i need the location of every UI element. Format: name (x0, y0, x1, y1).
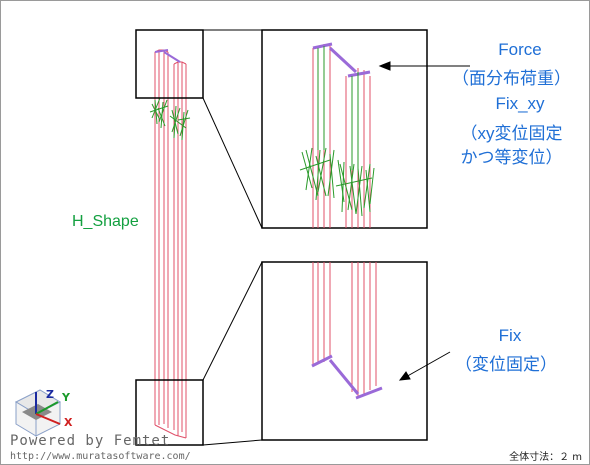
load-arrows-small (149, 97, 191, 141)
zoom-top-load-arrows (299, 147, 375, 217)
url-text[interactable]: http://www.muratasoftware.com/ (10, 451, 191, 462)
top-region-box[interactable] (135, 29, 204, 99)
scale-text: 全体寸法：２ m (509, 452, 582, 463)
zoom-bottom-panel[interactable] (261, 261, 428, 441)
fix-jp-label: （変位固定） (455, 355, 557, 374)
zoom-top-green-lines (317, 46, 359, 170)
bottom-region-box[interactable] (135, 379, 204, 446)
axis-x-label: X (64, 416, 73, 429)
axis-y-label: Y (61, 391, 71, 404)
force-jp-label: （面分布荷重） (452, 69, 571, 88)
fix-xy-jp-label-2: かつ等変位） (460, 148, 563, 167)
axis-z-label: Z (46, 388, 54, 401)
h-shape-label: H_Shape (72, 213, 139, 230)
fix-label: Fix (498, 326, 522, 345)
force-label: Force (498, 40, 542, 59)
top-fixed-face-small (154, 49, 181, 63)
axis-triad: Z Y X (14, 388, 73, 437)
zoom-bottom-fixed-face (311, 354, 383, 400)
zoom-bottom-beam (312, 262, 377, 396)
zoom-connectors (202, 29, 263, 446)
powered-by-text: Powered by Femtet (10, 433, 171, 449)
annotation-arrows (378, 61, 470, 381)
zoom-top-fixed-face (312, 42, 371, 78)
fix-xy-jp-label-1: （xy変位固定 (460, 124, 563, 143)
fix-xy-label: Fix_xy (495, 94, 545, 113)
